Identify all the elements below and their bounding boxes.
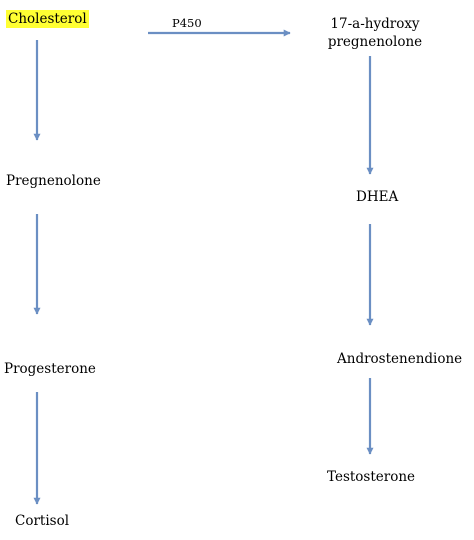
node-dhea: DHEA xyxy=(356,189,399,205)
node-cholesterol: Cholesterol xyxy=(6,10,89,28)
node-cholesterol-label: Cholesterol xyxy=(8,11,87,27)
node-hydroxy-line2: pregnenolone xyxy=(327,34,423,50)
node-17-a-hydroxy-pregnenolone: 17-a-hydroxy pregnenolone xyxy=(320,15,430,51)
node-cortisol: Cortisol xyxy=(15,513,70,529)
node-androstenedione: Androstenendione xyxy=(337,351,463,367)
node-pregnenolone: Pregnenolone xyxy=(6,173,101,189)
node-progesterone: Progesterone xyxy=(4,361,96,377)
edge-label-p450: P450 xyxy=(172,16,202,30)
node-testosterone: Testosterone xyxy=(327,469,416,485)
node-hydroxy-line1: 17-a-hydroxy xyxy=(330,16,420,32)
